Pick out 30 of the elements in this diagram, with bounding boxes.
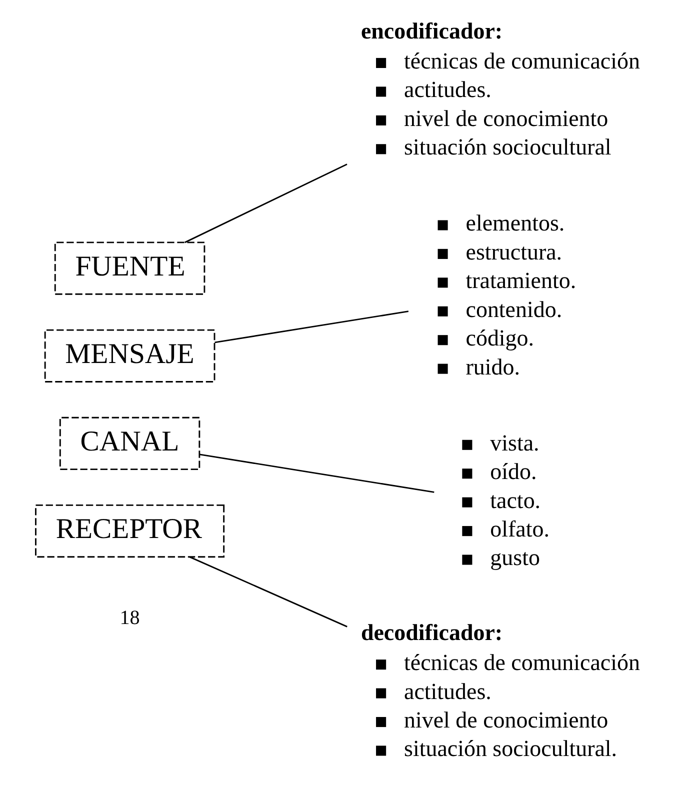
connector: [199, 454, 434, 493]
connector: [214, 310, 408, 344]
connector: [184, 164, 347, 244]
node-label: oído.: [490, 459, 536, 484]
node-label: técnicas de comunicación: [404, 650, 640, 676]
node-label: decodificador:: [360, 620, 502, 645]
node-label: código.: [465, 326, 534, 351]
node-box: FUENTE: [54, 242, 205, 295]
label: 18: [119, 606, 140, 629]
node-label: olfato.: [490, 516, 549, 542]
node-label: contenido.: [465, 296, 562, 322]
node-label: estructura.: [465, 239, 562, 264]
node-box: RECEPTOR: [34, 504, 224, 558]
node-label: tratamiento.: [465, 268, 576, 294]
node-label: encodificador:: [360, 18, 502, 44]
node-label: nivel de conocimiento: [404, 106, 608, 131]
node-label: actitudes.: [404, 678, 491, 704]
node-label: elementos.: [465, 210, 564, 236]
connector: [188, 556, 347, 628]
node-label: ruido.: [465, 354, 520, 380]
node-label: vista.: [490, 430, 539, 456]
node-label: tacto.: [490, 488, 540, 513]
node-box: MENSAJE: [44, 329, 215, 382]
node-label: actitudes.: [404, 77, 491, 102]
node-label: nivel de conocimiento: [404, 707, 608, 732]
node-label: gusto: [490, 545, 540, 570]
node-label: situación sociocultural.: [404, 736, 617, 762]
node-box: CANAL: [58, 416, 200, 470]
node-label: técnicas de comunicación: [404, 48, 640, 74]
node-label: situación sociocultural: [404, 134, 611, 160]
